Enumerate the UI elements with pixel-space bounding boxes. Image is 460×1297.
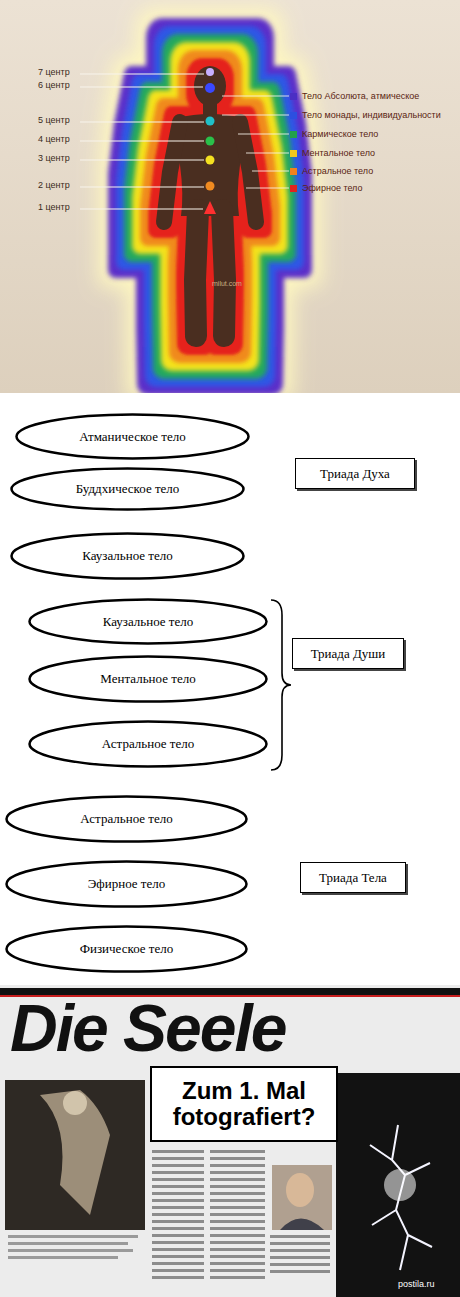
center-label: 6 центр — [38, 81, 70, 91]
legend-item: Эфирное тело — [290, 182, 362, 194]
headline-box: Zum 1. Mal fotografiert? — [150, 1066, 338, 1142]
node-text: Каузальное тело — [82, 548, 173, 564]
body-ellipse: Ментальное тело — [28, 655, 268, 703]
legend-swatch — [290, 131, 297, 138]
body-ellipse: Каузальное тело — [10, 532, 245, 580]
body-ellipse: Буддхическое тело — [10, 467, 245, 511]
legend-swatch — [290, 112, 297, 119]
ellipse-shape — [7, 927, 247, 972]
node-text: Физическое тело — [80, 941, 174, 957]
ellipse-shape — [30, 657, 267, 702]
center-label: 5 центр — [38, 116, 70, 126]
headline: Die Seele — [10, 992, 286, 1065]
triad-callout: Триада Тела — [300, 862, 406, 893]
legend-item: Кармическое тело — [290, 128, 378, 140]
legend-swatch — [290, 150, 297, 157]
legend-item: Астральное тело — [290, 165, 373, 177]
watermark: postila.ru — [398, 1280, 435, 1290]
legend-swatch — [290, 168, 297, 175]
node-text: Эфирное тело — [88, 876, 166, 892]
node-text: Каузальное тело — [103, 614, 194, 630]
node-text: Астральное тело — [80, 811, 173, 827]
watermark: milut.com — [212, 280, 242, 288]
body-ellipse: Физическое тело — [5, 925, 248, 973]
node-text: Триада Духа — [320, 466, 390, 482]
node-text: Атманическое тело — [79, 429, 185, 445]
legend-text: Эфирное тело — [302, 183, 362, 193]
center-label: 1 центр — [38, 203, 70, 213]
aura-illustration — [0, 0, 460, 393]
node-text: Астральное тело — [102, 736, 195, 752]
legend-text: Астральное тело — [302, 166, 373, 176]
legend-text: Тело монады, индивидуальности — [302, 110, 441, 120]
body-ellipse: Каузальное тело — [28, 598, 268, 645]
ellipse-shape — [30, 722, 267, 767]
legend-text: Тело Абсолюта, атмическое — [302, 91, 419, 101]
node-text: Ментальное тело — [100, 671, 195, 687]
ellipse-shape — [17, 415, 249, 459]
node-text: Zum 1. Mal fotografiert? — [158, 1078, 330, 1131]
legend-item: Тело Абсолюта, атмическое — [290, 90, 419, 102]
triad-callout: Триада Духа — [295, 458, 415, 489]
body-ellipse: Эфирное тело — [5, 860, 248, 908]
node-text: Триада Тела — [319, 870, 387, 886]
legend-item: Тело монады, индивидуальности — [290, 109, 441, 121]
node-text: Буддхическое тело — [76, 481, 180, 497]
body-ellipse: Атманическое тело — [15, 413, 250, 460]
ellipse-shape — [12, 534, 244, 579]
center-label: 4 центр — [38, 135, 70, 145]
body-ellipse: Астральное тело — [28, 720, 268, 768]
center-label: 2 центр — [38, 181, 70, 191]
body-ellipse: Астральное тело — [5, 795, 248, 843]
ellipse-shape — [12, 469, 244, 510]
legend-swatch — [290, 185, 297, 192]
node-text: Триада Души — [311, 646, 386, 662]
legend-text: Кармическое тело — [302, 129, 378, 139]
ellipse-shape — [7, 797, 247, 842]
legend-text: Ментальное тело — [302, 148, 375, 158]
ellipse-shape — [7, 862, 247, 907]
center-label: 3 центр — [38, 154, 70, 164]
legend-item: Ментальное тело — [290, 147, 375, 159]
ellipse-shape — [30, 600, 267, 644]
legend-swatch — [290, 93, 297, 100]
triad-callout: Триада Души — [292, 638, 404, 669]
center-label: 7 центр — [38, 68, 70, 78]
